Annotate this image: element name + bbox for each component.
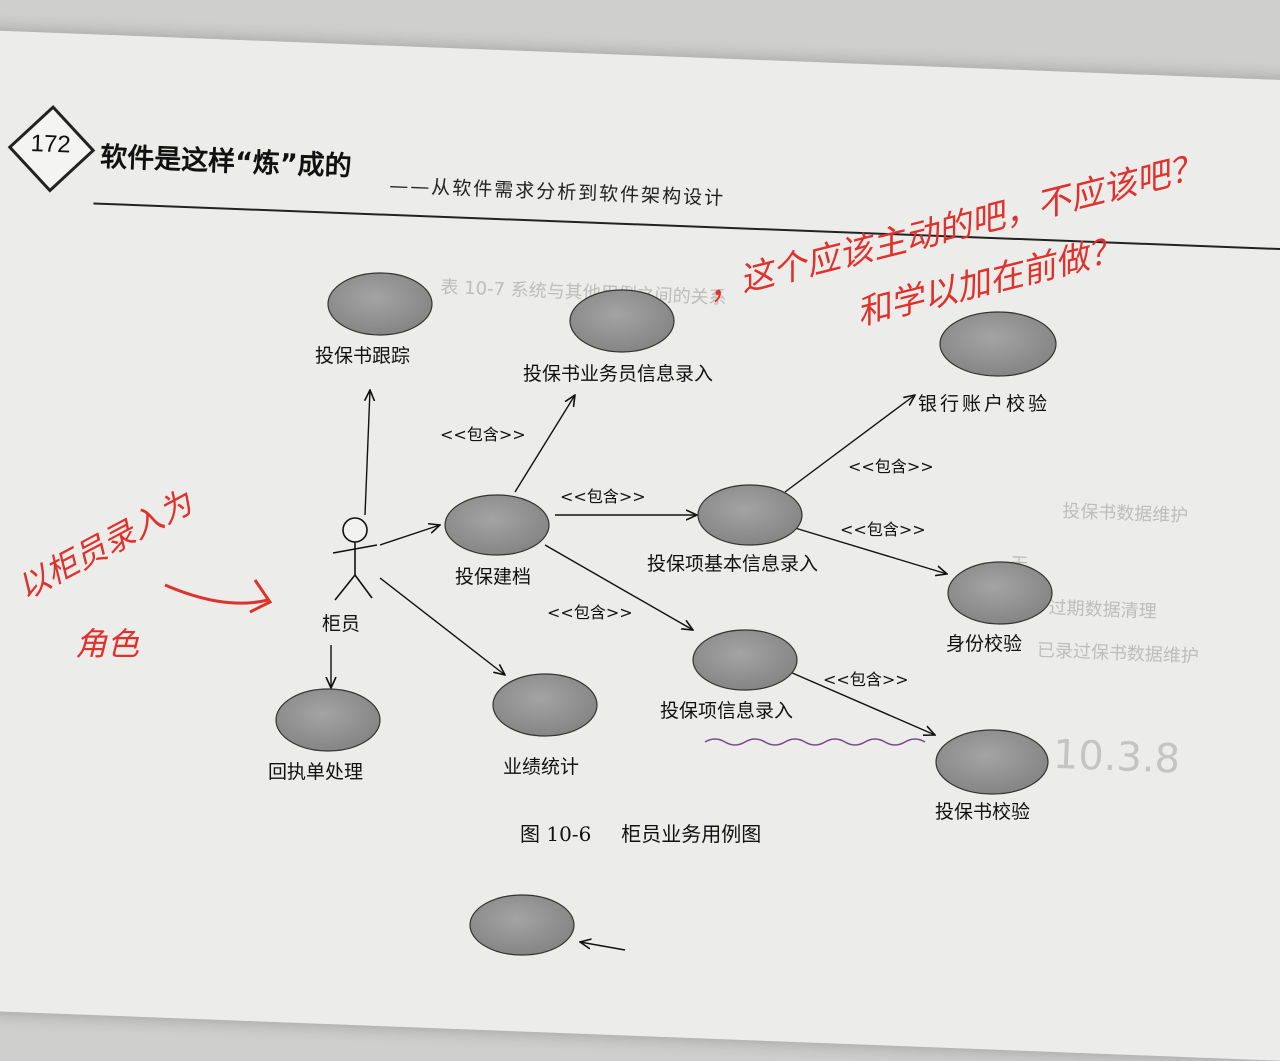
usecase-receipt — [275, 688, 381, 752]
handwritten-note-left-2: 角色 — [75, 625, 140, 663]
assoc-actor-archive — [379, 525, 440, 546]
figure-title: 柜员业务用例图 — [621, 822, 762, 846]
usecase-track-label: 投保书跟踪 — [315, 345, 410, 367]
usecase-item-basic-label: 投保项基本信息录入 — [647, 553, 818, 575]
usecase-item-info-label: 投保项信息录入 — [660, 700, 793, 722]
actor-head — [342, 517, 368, 543]
actor-label: 柜员 — [322, 613, 360, 635]
wavy-underline — [704, 738, 926, 746]
handwritten-arrow — [164, 583, 269, 605]
include-basic-id — [794, 527, 947, 574]
usecase-item-info — [692, 629, 798, 691]
include-label-id: <<包含>> — [840, 520, 926, 539]
usecase-stats — [492, 673, 598, 737]
use-case-diagram: 柜员 投保书跟踪 投保书业务员信息录入 银行账户校验 投保建档 投保项基本信息录… — [11, 147, 1207, 956]
usecase-archive — [444, 494, 550, 556]
usecase-bank-check-label: 银行账户校验 — [918, 393, 1050, 415]
figure-caption: 图 10-6 柜员业务用例图 — [520, 818, 791, 847]
usecase-doc-check-label: 投保书校验 — [935, 801, 1030, 823]
handwritten-arrowhead — [249, 579, 273, 614]
usecase-id-check — [947, 561, 1053, 625]
usecase-id-check-label: 身份校验 — [946, 633, 1022, 655]
assoc-bottom-stub — [580, 942, 626, 951]
usecase-agent-entry — [569, 289, 675, 353]
usecase-bottom-partial — [469, 894, 575, 956]
usecase-track — [327, 272, 433, 336]
usecase-stats-label: 业绩统计 — [503, 756, 579, 778]
usecase-item-basic — [697, 484, 803, 546]
actor-figure — [332, 517, 378, 601]
include-label-basic: <<包含>> — [560, 487, 646, 506]
include-label-doc: <<包含>> — [823, 670, 909, 689]
usecase-bank-check — [939, 311, 1057, 377]
include-iteminfo-doc — [789, 671, 935, 735]
include-basic-bank — [784, 395, 915, 493]
include-archive-iteminfo — [544, 544, 693, 630]
assoc-actor-track — [365, 390, 370, 516]
usecase-doc-check — [935, 729, 1049, 795]
figure-number: 图 10-6 — [520, 822, 592, 846]
usecase-archive-label: 投保建档 — [455, 566, 531, 588]
include-label-agent: <<包含>> — [440, 425, 526, 444]
include-label-bank: <<包含>> — [848, 457, 934, 476]
assoc-actor-stats — [379, 577, 505, 675]
include-label-iteminfo: <<包含>> — [547, 603, 633, 622]
usecase-receipt-label: 回执单处理 — [268, 761, 363, 783]
usecase-agent-entry-label: 投保书业务员信息录入 — [523, 363, 713, 385]
include-archive-agent — [514, 395, 575, 493]
